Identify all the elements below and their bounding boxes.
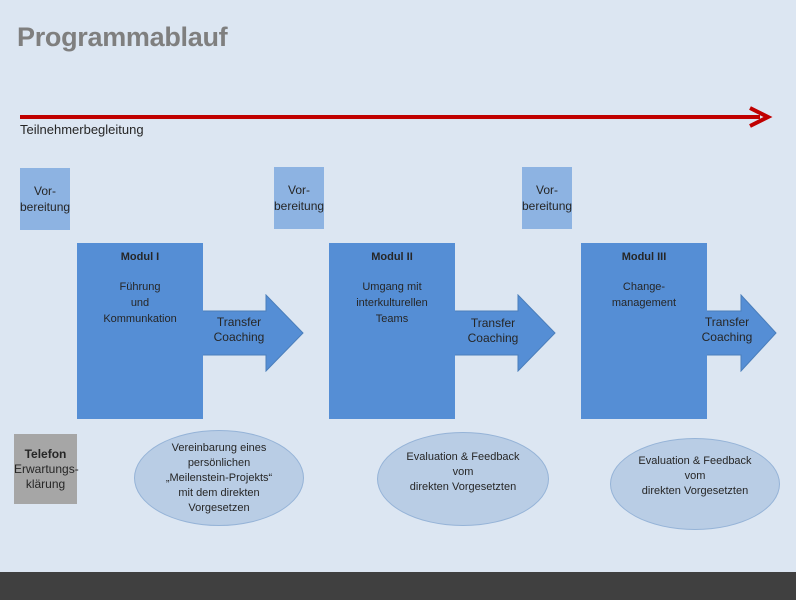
module-description: Change- management (611, 281, 677, 309)
preparation-label: Vor- bereitung (522, 183, 573, 213)
ellipse-text: Vereinbarung eines persönlichen „Meilens… (165, 441, 273, 514)
module-3: Modul III Change- management (581, 243, 707, 419)
evaluation-feedback-ellipse-1: Evaluation & Feedback vom direkten Vorge… (377, 432, 549, 526)
timeline-arrow (20, 106, 773, 128)
preparation-label: Vor- bereitung (274, 183, 325, 213)
module-title: Modul II (371, 251, 413, 263)
preparation-box-2: Vor- bereitung (274, 167, 324, 229)
module-description: Umgang mit interkulturellen Teams (356, 281, 428, 325)
module-title: Modul III (621, 251, 667, 263)
module-description: Führung und Kommunkation (103, 281, 177, 325)
page-title: Programmablauf (17, 22, 228, 52)
phone-title: Telefon (24, 446, 67, 461)
preparation-box-1: Vor- bereitung (20, 168, 70, 230)
milestone-agreement-ellipse: Vereinbarung eines persönlichen „Meilens… (134, 430, 304, 526)
preparation-label: Vor- bereitung (20, 184, 71, 214)
phone-expectation-box: Telefon Erwartungs- klärung (14, 434, 79, 504)
timeline-label: Teilnehmerbegleitung (20, 122, 144, 137)
ellipse-text: Evaluation & Feedback vom direkten Vorge… (406, 450, 520, 493)
transfer-coaching-label: Transfer Coaching (701, 315, 753, 344)
module-1: Modul I Führung und Kommunkation (77, 243, 203, 419)
transfer-coaching-label: Transfer Coaching (467, 316, 519, 345)
ellipse-text: Evaluation & Feedback vom direkten Vorge… (638, 454, 752, 497)
phone-description: Erwartungs- klärung (14, 461, 79, 491)
evaluation-feedback-ellipse-2: Evaluation & Feedback vom direkten Vorge… (610, 438, 780, 530)
module-2: Modul II Umgang mit interkulturellen Tea… (329, 243, 455, 419)
preparation-box-3: Vor- bereitung (522, 167, 572, 229)
module-title: Modul I (120, 251, 160, 263)
transfer-coaching-label: Transfer Coaching (213, 315, 265, 344)
footer-bar (0, 572, 796, 600)
